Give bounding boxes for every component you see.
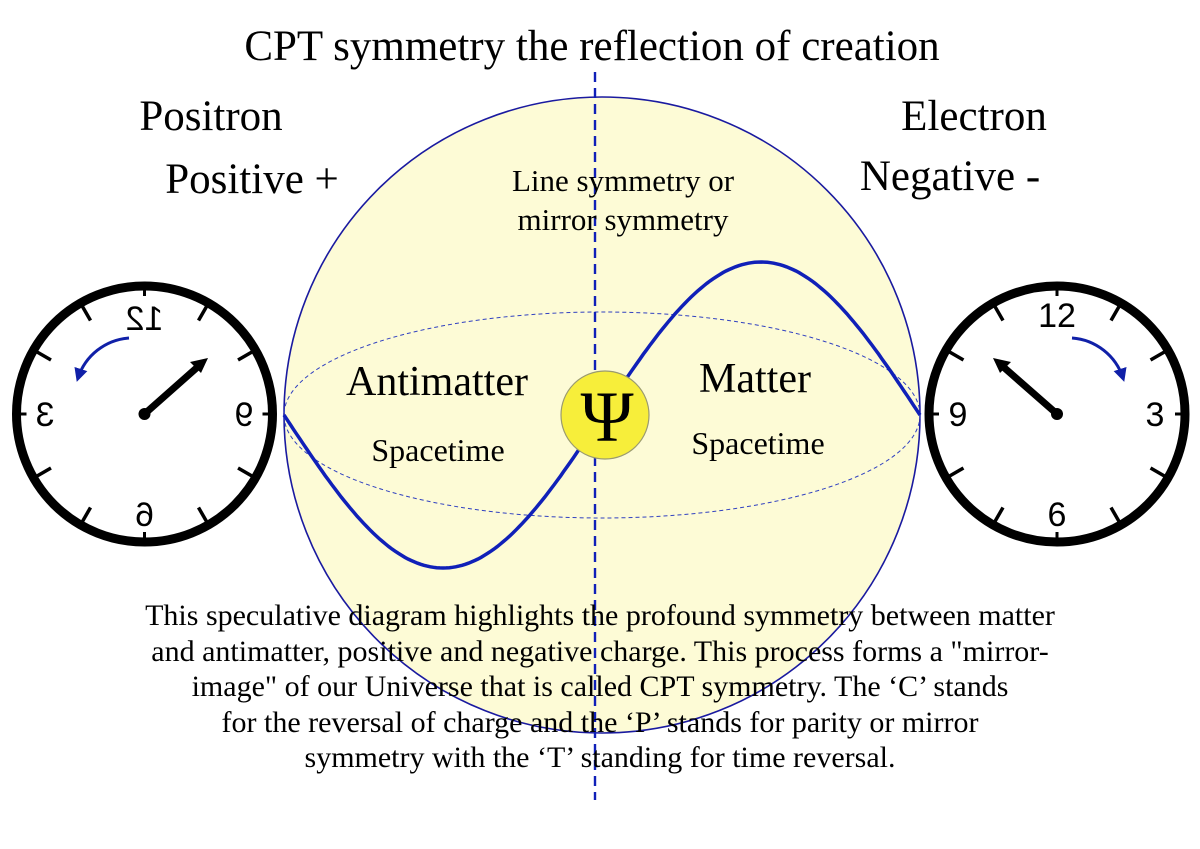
- matter-label: Matter: [699, 356, 811, 402]
- clock-tick: [1149, 348, 1169, 362]
- page-title: CPT symmetry the reflection of creation: [244, 23, 939, 70]
- clock-tick: [196, 506, 211, 526]
- clock-number-9: 9: [235, 396, 254, 434]
- clockwise-arrow-icon: [74, 336, 130, 382]
- caption-text: This speculative diagram highlights the …: [20, 598, 1180, 776]
- left-particle-label: Positron: [139, 93, 282, 140]
- psi-circle: [560, 370, 650, 460]
- clock-hand-tip: [993, 358, 1011, 373]
- clock-tick: [991, 506, 1005, 526]
- clock-number-12: 12: [1038, 297, 1076, 335]
- right-charge-label: Negative -: [860, 153, 1040, 200]
- clock-tick: [945, 348, 965, 362]
- clock-tick: [78, 506, 93, 526]
- clock-tick: [237, 348, 257, 362]
- clock-number-9: 9: [949, 396, 968, 434]
- clock-number-3: 3: [36, 396, 55, 434]
- clock-tick: [1149, 466, 1169, 480]
- psi-symbol: Ψ: [580, 377, 633, 457]
- clock-number-6: 6: [1048, 496, 1067, 534]
- antimatter-label: Antimatter: [346, 359, 528, 405]
- caption-line: This speculative diagram highlights the …: [145, 599, 1055, 632]
- right-particle-label: Electron: [901, 93, 1047, 140]
- matter-spacetime-label: Spacetime: [691, 425, 824, 461]
- clock-tick: [991, 302, 1005, 322]
- clock-number-3: 3: [1146, 396, 1165, 434]
- clock-number-6: 6: [135, 496, 154, 534]
- mirror-label-line1: Line symmetry or: [512, 163, 735, 198]
- caption-line: symmetry with the ‘T’ standing for time …: [304, 741, 896, 774]
- mirror-label-line2: mirror symmetry: [518, 202, 729, 237]
- clock-hand-tip: [190, 358, 208, 373]
- antimatter-spacetime-label: Spacetime: [371, 432, 504, 468]
- clock-ticks: [12, 282, 277, 546]
- clock-center-dot: [1051, 408, 1063, 420]
- right-clock: 12 3 6 9: [924, 281, 1190, 547]
- clock-hand: [996, 360, 1061, 418]
- clock-tick: [945, 466, 965, 480]
- clock-tick: [196, 302, 211, 322]
- caption-line: image" of our Universe that is called CP…: [191, 670, 1009, 703]
- clock-tick: [32, 466, 52, 480]
- clock-tick: [1109, 506, 1123, 526]
- clock-tick: [78, 302, 93, 322]
- clock-tick: [1109, 302, 1123, 322]
- clock-center-dot: [138, 408, 151, 420]
- clockwise-arrow-icon: [1071, 336, 1127, 382]
- clock-tick: [237, 466, 257, 480]
- left-charge-label: Positive +: [165, 156, 339, 203]
- clock-ticks: [925, 282, 1189, 546]
- clock-tick: [32, 348, 52, 362]
- clock-hand: [141, 360, 205, 418]
- caption-line: and antimatter, positive and negative ch…: [151, 634, 1049, 668]
- left-mirrored-clock: 12 3 6 9: [12, 281, 277, 547]
- caption-line: for the reversal of charge and the ‘P’ s…: [221, 705, 979, 739]
- clock-number-12: 12: [126, 300, 164, 338]
